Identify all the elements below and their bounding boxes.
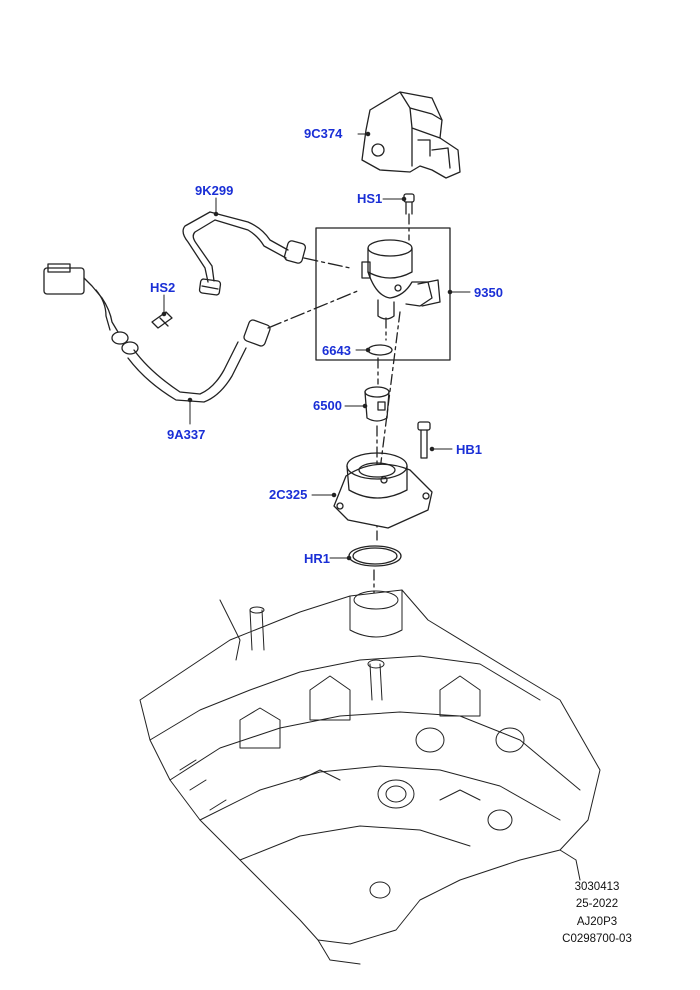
pump-assembly-frame (315, 227, 451, 361)
tappet-6500-part (364, 386, 390, 422)
leader-lines (161, 131, 471, 561)
high-pressure-pump-part (361, 239, 441, 341)
reference-line-3: AJ20P3 (576, 916, 618, 928)
callout-2c325[interactable]: 2C325 (269, 487, 308, 502)
wiring-harness-part (43, 263, 361, 403)
o-ring-6643-part (367, 344, 393, 356)
callout-hb1[interactable]: HB1 (456, 442, 483, 457)
callout-9a337[interactable]: 9A337 (167, 427, 206, 442)
reference-line-1: 3030413 (574, 881, 620, 893)
pump-cover-part (361, 91, 461, 179)
o-ring-hr1-part (348, 545, 402, 567)
fuel-line-part (182, 211, 351, 296)
callout-9c374[interactable]: 9C374 (304, 126, 343, 141)
callout-9k299[interactable]: 9K299 (195, 183, 234, 198)
callout-6643[interactable]: 6643 (322, 343, 351, 358)
screw-hs2-part (151, 311, 173, 329)
callout-9350[interactable]: 9350 (474, 285, 503, 300)
bolt-hs1-part (403, 193, 415, 241)
callout-6500[interactable]: 6500 (313, 398, 342, 413)
cylinder-head-part (139, 589, 601, 965)
callout-hs1[interactable]: HS1 (357, 191, 383, 206)
pump-housing-2c325-part (333, 452, 433, 529)
callout-hs2[interactable]: HS2 (150, 280, 176, 295)
callout-hr1[interactable]: HR1 (304, 551, 331, 566)
reference-line-2: 25-2022 (575, 898, 619, 910)
bolt-hb1-part (417, 421, 431, 459)
reference-line-4: C0298700-03 (562, 933, 632, 945)
